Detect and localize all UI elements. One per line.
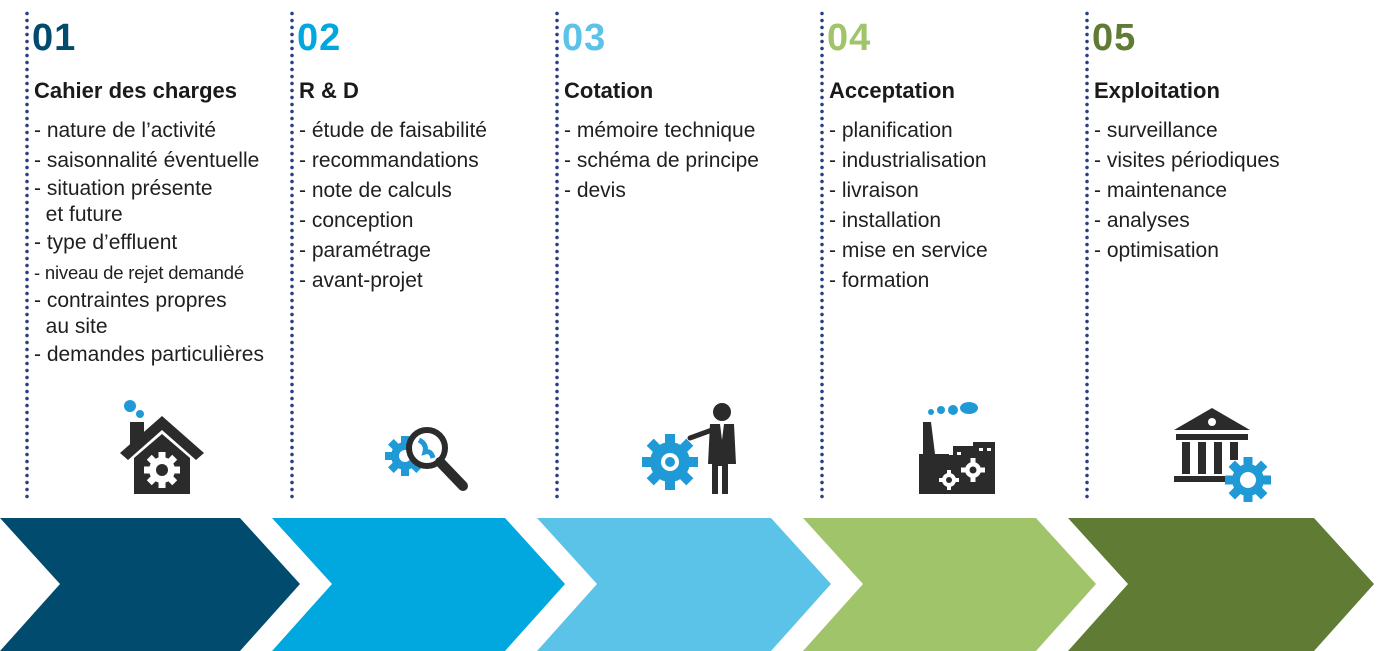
chevron-step-3 <box>537 518 831 651</box>
list-item: - nature de l’activité <box>34 119 217 142</box>
list-item: - demandes particulières <box>34 343 264 366</box>
list-item: - optimisation <box>1094 239 1219 262</box>
step-title: Acceptation <box>829 78 955 103</box>
list-item: - livraison <box>829 179 919 202</box>
list-item: - mise en service <box>829 239 988 262</box>
list-item: - surveillance <box>1094 119 1218 142</box>
step-5: 05 Exploitation - surveillance - visites… <box>1084 8 1334 502</box>
institution-gear-icon <box>1174 408 1271 502</box>
step-number: 01 <box>32 17 77 59</box>
list-item: - maintenance <box>1094 179 1228 202</box>
step-1: 01 Cahier des charges - nature de l’acti… <box>24 8 274 500</box>
presenter-gear-icon <box>642 403 736 494</box>
chevron-step-5 <box>1068 518 1374 651</box>
step-number: 04 <box>827 17 872 59</box>
step-items: - nature de l’activité - saisonnalité év… <box>34 116 264 370</box>
chevron-step-2 <box>272 518 565 651</box>
step-number: 02 <box>297 17 342 59</box>
process-chevrons <box>0 518 1374 651</box>
list-item: - conception <box>299 209 414 232</box>
house-gear-icon <box>120 400 204 494</box>
list-item: - paramétrage <box>299 239 431 262</box>
list-item: - devis <box>564 179 626 202</box>
dotted-divider <box>289 10 295 500</box>
step-4: 04 Acceptation - planification - industr… <box>819 8 1069 500</box>
magnifier-gear-icon <box>385 427 468 491</box>
list-item: - contraintes propres <box>34 289 227 312</box>
list-item: - recommandations <box>299 149 479 172</box>
chevron-step-1 <box>0 518 300 651</box>
step-3: 03 Cotation - mémoire technique - schéma… <box>554 8 804 500</box>
step-title: Cotation <box>564 78 654 103</box>
factory-gear-icon <box>919 402 995 494</box>
list-item: - situation présente <box>34 177 213 200</box>
step-title: R & D <box>299 78 359 103</box>
dotted-divider <box>1084 10 1090 500</box>
list-item: - analyses <box>1094 209 1190 232</box>
list-item: - industrialisation <box>829 149 987 172</box>
step-number: 03 <box>562 17 607 59</box>
list-item: - installation <box>829 209 942 232</box>
dotted-divider <box>819 10 825 500</box>
list-item: - visites périodiques <box>1094 149 1280 172</box>
dotted-divider <box>24 10 30 500</box>
dotted-divider <box>554 10 560 500</box>
list-item: - niveau de rejet demandé <box>34 262 244 283</box>
step-title: Exploitation <box>1094 78 1220 103</box>
list-item: - formation <box>829 269 930 292</box>
list-item: - étude de faisabilité <box>299 119 487 142</box>
step-number: 05 <box>1092 17 1137 59</box>
chevron-step-4 <box>803 518 1096 651</box>
list-item: - saisonnalité éventuelle <box>34 149 260 172</box>
list-item: - mémoire technique <box>564 119 756 142</box>
list-item: - type d’effluent <box>34 231 178 254</box>
list-item: et future <box>34 203 123 226</box>
list-item: - avant-projet <box>299 269 423 292</box>
list-item: - note de calculs <box>299 179 452 202</box>
list-item: - planification <box>829 119 953 142</box>
list-item: au site <box>34 315 108 338</box>
step-items: - étude de faisabilité - recommandations… <box>299 116 487 296</box>
step-2: 02 R & D - étude de faisabilité - recomm… <box>289 8 539 500</box>
step-title: Cahier des charges <box>34 78 237 103</box>
step-items: - mémoire technique - schéma de principe… <box>564 116 759 206</box>
step-items: - surveillance - visites périodiques - m… <box>1094 116 1280 266</box>
step-items: - planification - industrialisation - li… <box>829 116 988 296</box>
list-item: - schéma de principe <box>564 149 759 172</box>
